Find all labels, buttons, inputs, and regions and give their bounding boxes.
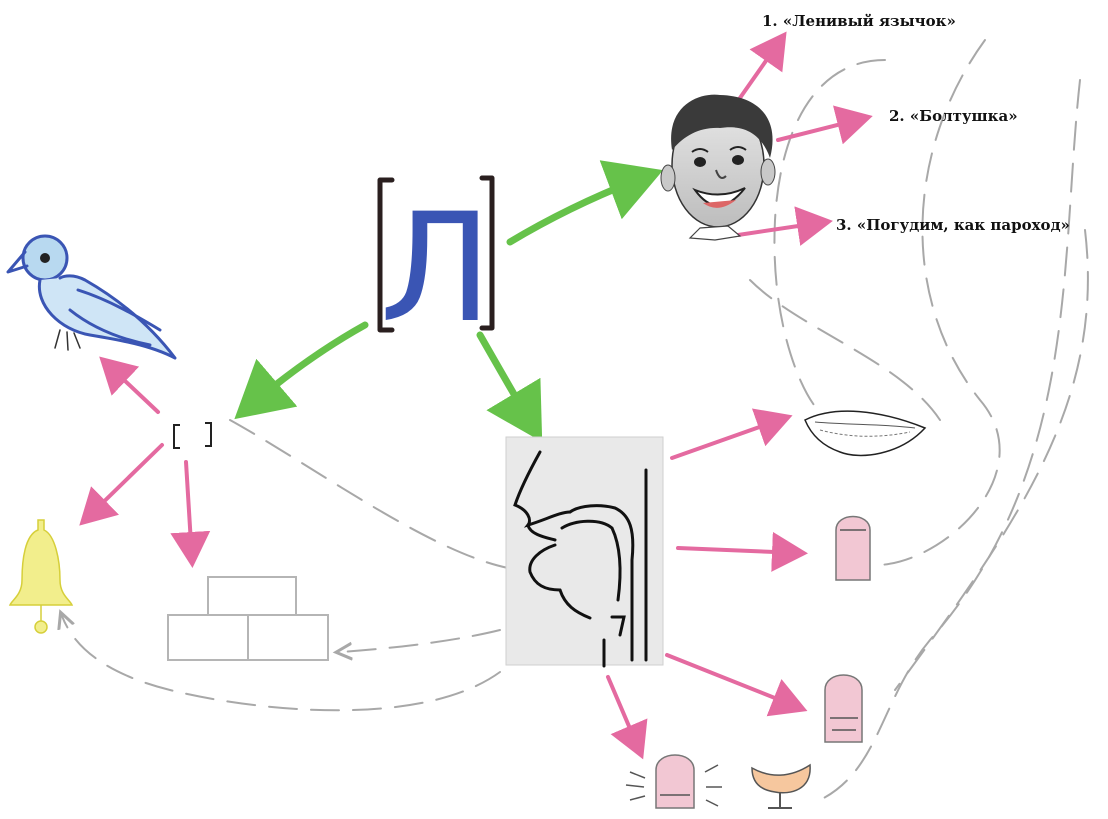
- smiling-lips-drawing: [805, 411, 925, 455]
- small-brackets: [174, 423, 211, 448]
- step-label-steamboat-hum: 3. «Погудим, как пароход»: [836, 216, 1070, 234]
- letter-block: Л: [380, 178, 493, 356]
- boy-face-illustration: [661, 95, 775, 240]
- tongue-tip-upright: [836, 517, 870, 581]
- step-label-lazy-tongue: 1. «Ленивый язычок»: [762, 12, 956, 30]
- tongue-tip-vibrating: [626, 755, 722, 808]
- sound-letter: Л: [380, 182, 493, 356]
- articulation-profile-picture: [506, 437, 663, 666]
- dashed-connectors: [62, 40, 1088, 800]
- brick-wall-drawing: [168, 577, 328, 660]
- bird-drawing: [8, 236, 175, 358]
- tongue-tip-lowered: [825, 675, 862, 742]
- funnel-drawing: [752, 765, 810, 808]
- step-label-chatterbox: 2. «Болтушка»: [889, 107, 1018, 125]
